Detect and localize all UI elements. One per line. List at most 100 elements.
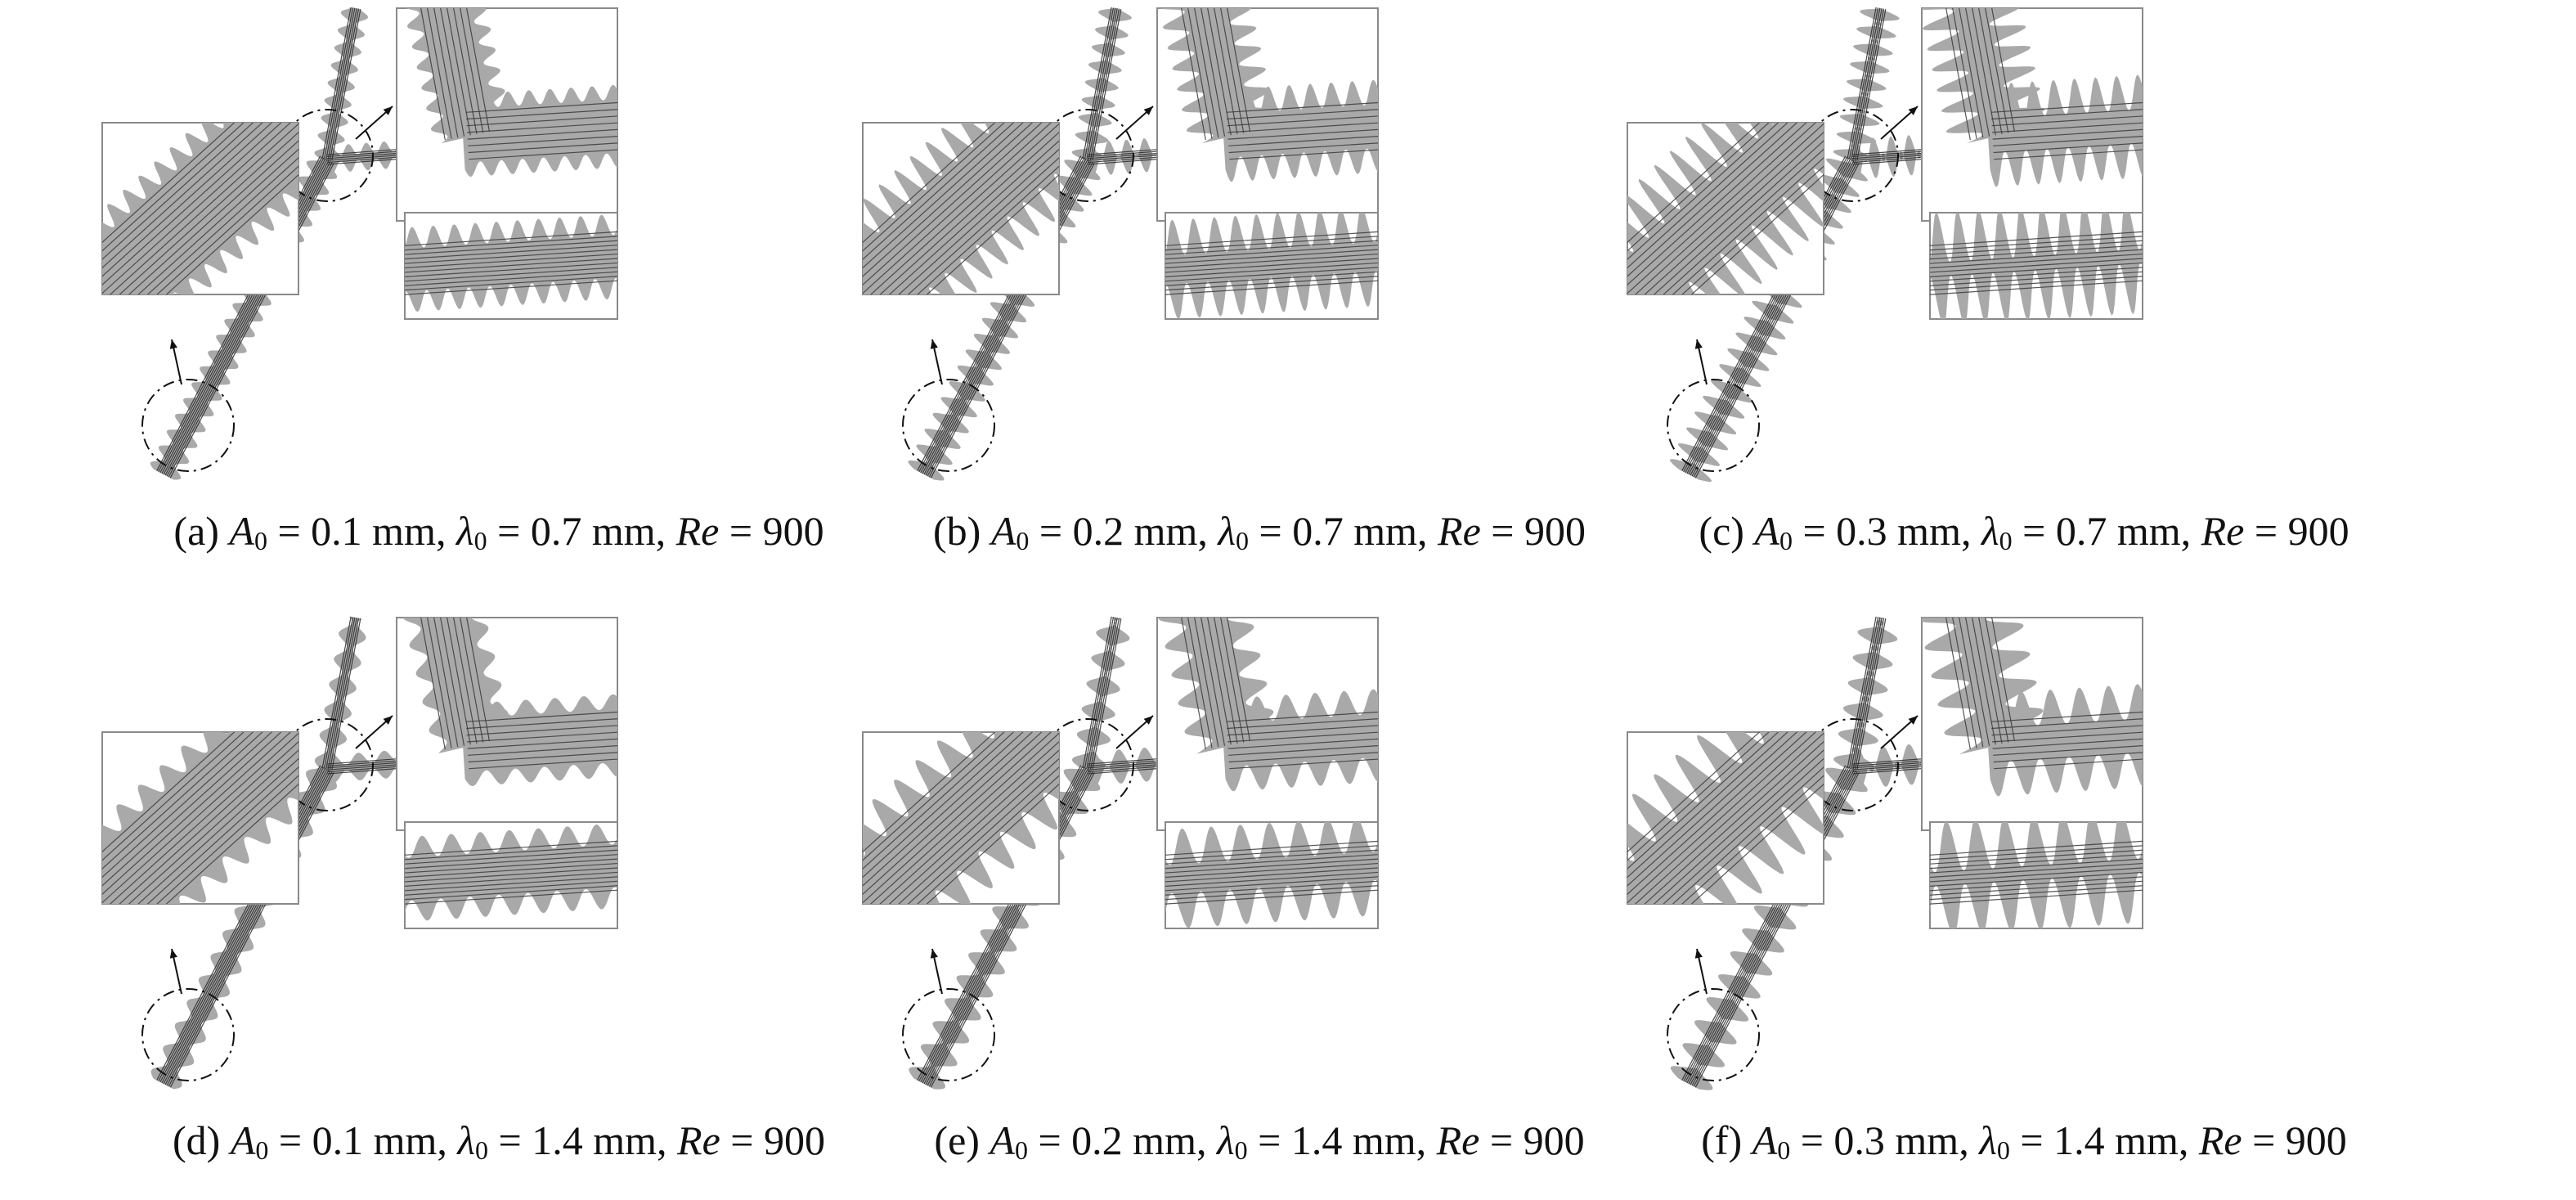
streamline [1627,732,1807,895]
streamline [331,618,361,771]
streamline [1165,240,1378,255]
zoom-inset [1627,731,1824,905]
streamline [1228,752,1378,763]
streamline [1165,271,1378,286]
panel-a: (a) A0 = 0.1 mm, λ0 = 0.7 mm, Re = 900 [90,0,908,573]
streamline [1187,8,1213,139]
subscript-zero: 0 [1236,526,1250,555]
unit-mm: mm [1353,508,1418,554]
streamline [1993,142,2143,154]
subscript-zero: 0 [475,1135,489,1165]
streamline [927,160,1092,477]
equals-sign: = [497,508,521,554]
equals-sign: = [1800,1117,1824,1163]
streamline [1165,889,1378,905]
streamline [1653,140,1824,294]
zoom-inset [1156,7,1379,222]
streamline [433,618,459,748]
caption-b: (b) A0 = 0.2 mm, λ0 = 0.7 mm, Re = 900 [933,508,1586,555]
streamline [468,136,617,146]
streamline [1627,123,1779,260]
streamline [460,8,484,133]
streamline [447,618,471,745]
streamline [1930,231,2143,246]
streamline [405,258,617,273]
streamline [1992,738,2143,749]
streamline-figure-d [101,616,618,1090]
streamline [1229,758,1378,770]
streamline [1187,618,1213,748]
streamline [1200,8,1226,137]
zoom-inset [1929,821,2143,929]
subscript-zero: 0 [1234,1135,1248,1165]
streamline [102,732,263,879]
channel-fluid [863,123,1059,294]
caption-f: (f) A0 = 0.3 mm, λ0 = 1.4 mm, Re = 900 [1701,1117,2347,1165]
channel-fluid [1627,123,1824,294]
subscript-zero: 0 [254,526,267,555]
amplitude-value: 0.2 [1071,1117,1123,1163]
streamline [1207,8,1232,136]
wavelength-value: 1.4 [2053,1117,2105,1163]
streamline [1165,249,1378,264]
unit-mm: mm [1895,1117,1959,1163]
symbol-a: A [990,1117,1015,1163]
streamline [1856,8,1887,161]
streamline [1165,885,1378,901]
streamline [466,8,491,133]
streamline [164,160,330,476]
streamline [1627,123,1788,269]
streamline [466,718,617,730]
streamline [879,132,1059,294]
streamline [1930,889,2143,905]
streamline [1688,768,1853,1085]
channel-fluid [102,123,298,294]
streamline [1229,149,1378,160]
symbol-lambda: λ [1979,1117,1997,1163]
streamline [1627,123,1817,294]
panel-b: (b) A0 = 0.2 mm, λ0 = 0.7 mm, Re = 900 [850,0,1668,573]
streamline [427,618,452,748]
zoom-inset [1921,7,2143,222]
unit-mm: mm [1897,508,1961,554]
streamline [1082,7,1112,160]
equals-sign: = [498,1117,522,1163]
arrow-head [383,716,393,725]
streamline [923,159,1088,475]
streamline [1227,115,1378,127]
streamline [917,775,1059,904]
streamline [917,165,1059,294]
equals-sign: = [2020,1117,2044,1163]
streamline [1084,617,1115,769]
streamline [1227,718,1378,730]
streamline [405,871,617,887]
streamline [1690,173,1824,294]
streamline [1165,258,1378,273]
caption-c: (c) A0 = 0.3 mm, λ0 = 0.7 mm, Re = 900 [1699,508,2349,555]
streamline [1972,618,1996,745]
streamline [102,732,254,870]
symbol-re: Re [1436,1117,1480,1163]
streamline [128,140,298,294]
streamline [405,867,617,883]
streamline [1627,123,1770,252]
streamline [166,160,331,477]
streamline [898,757,1059,904]
streamline [1930,249,2143,264]
streamline [1993,745,2143,756]
zoom-inset [1627,122,1824,295]
streamline [1194,618,1219,748]
streamline [165,783,298,904]
streamline [405,845,617,861]
streamline [433,8,459,138]
streamline [1851,617,1881,769]
streamline [1847,616,1877,769]
streamline [1089,618,1120,770]
reynolds-value: 900 [2287,508,2349,554]
streamline [323,617,354,769]
reynolds-value: 900 [1524,508,1586,554]
equals-sign: = [277,508,301,554]
streamline [468,752,617,763]
streamline [1690,160,1855,476]
arrow-head [1143,106,1153,115]
